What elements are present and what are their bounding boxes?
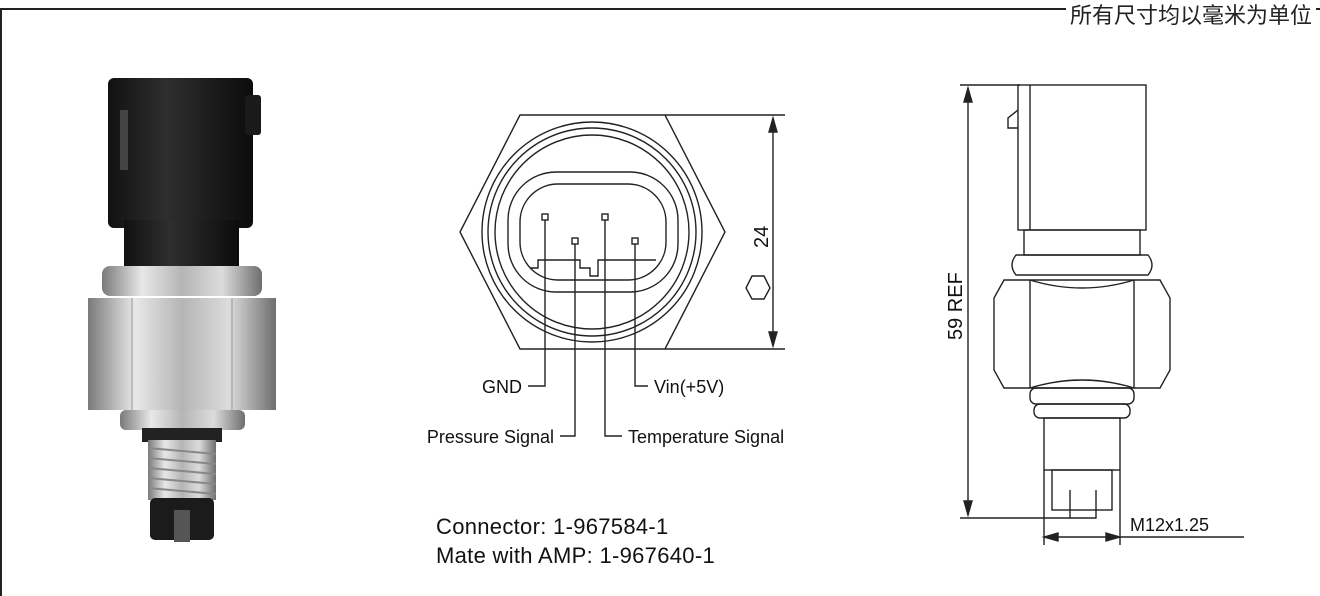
connector-housing <box>108 78 261 268</box>
label-pressure-signal: Pressure Signal <box>427 427 554 447</box>
dimension-59 <box>960 84 1070 519</box>
outer-ring <box>481 121 703 343</box>
pin-leader-lines <box>528 220 648 437</box>
mating-part-number: Mate with AMP: 1-967640-1 <box>436 543 715 568</box>
label-gnd: GND <box>482 377 522 397</box>
label-vin: Vin(+5V) <box>654 377 724 397</box>
connector-shell <box>507 171 679 293</box>
sensor-photo <box>88 78 276 542</box>
dim-hex-size: 24 <box>751 226 773 248</box>
dim-thread: M12x1.25 <box>1130 515 1209 535</box>
side-hex <box>993 279 1171 389</box>
hex-symbol <box>745 275 771 300</box>
metal-body <box>88 266 276 542</box>
sensor-side-view <box>960 84 1244 545</box>
label-temperature-signal: Temperature Signal <box>628 427 784 447</box>
header-note: 所有尺寸均以毫米为单位 <box>1065 0 1316 30</box>
dim-overall-length: 59 REF <box>945 272 967 340</box>
dimension-24 <box>665 114 785 350</box>
connector-front-view <box>459 114 785 437</box>
dimension-thread <box>1041 470 1244 545</box>
connector-part-number: Connector: 1-967584-1 <box>436 514 669 539</box>
